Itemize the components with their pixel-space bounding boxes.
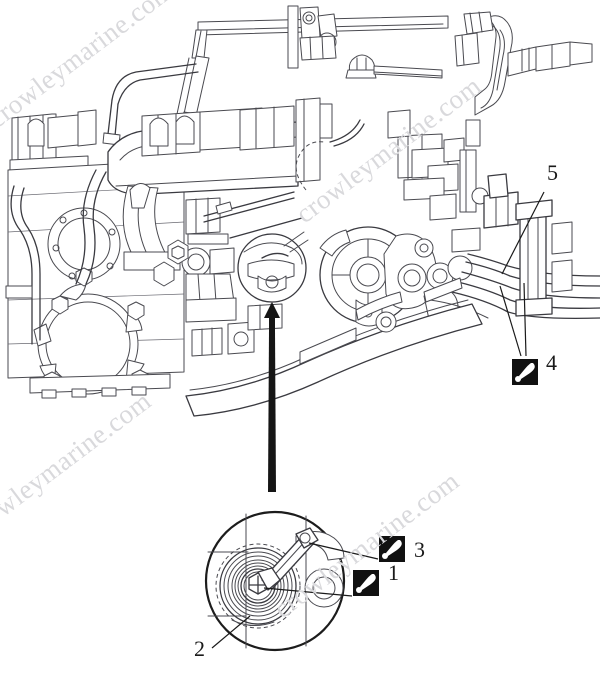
callout-number-4: 4	[546, 350, 557, 375]
grease-point-icon-1	[353, 570, 379, 596]
tiller-handle-group	[454, 11, 593, 116]
grease-point-icon-4	[512, 359, 538, 385]
intake-manifold-group	[107, 97, 333, 271]
lower-cowl-group	[185, 277, 483, 417]
callout-number-1: 1	[388, 560, 399, 585]
callout-number-2: 2	[194, 636, 205, 661]
lower-hoses-group	[5, 169, 151, 345]
detail-leader-arrow	[264, 302, 280, 492]
upper-linkage-rail	[173, 5, 449, 151]
grease-point-icon-3	[379, 536, 405, 562]
misc-lower-parts	[185, 297, 283, 357]
carburetor-linkage-group	[153, 191, 303, 303]
callout-number-5: 5	[547, 160, 558, 185]
starter-pulley-rings	[215, 543, 301, 629]
callout-leader-lines	[211, 191, 545, 649]
linkage-arm	[257, 527, 319, 591]
control-cable-dashed	[295, 119, 365, 191]
coolant-hose-upper	[102, 63, 199, 146]
detail-circle-on-assembly	[237, 231, 309, 303]
electrical-components-group	[387, 109, 489, 221]
enlarged-detail-view	[204, 510, 346, 652]
callout-number-3: 3	[414, 537, 425, 562]
transom-bracket-group	[483, 173, 573, 317]
accessory-cluster-group	[383, 227, 481, 325]
